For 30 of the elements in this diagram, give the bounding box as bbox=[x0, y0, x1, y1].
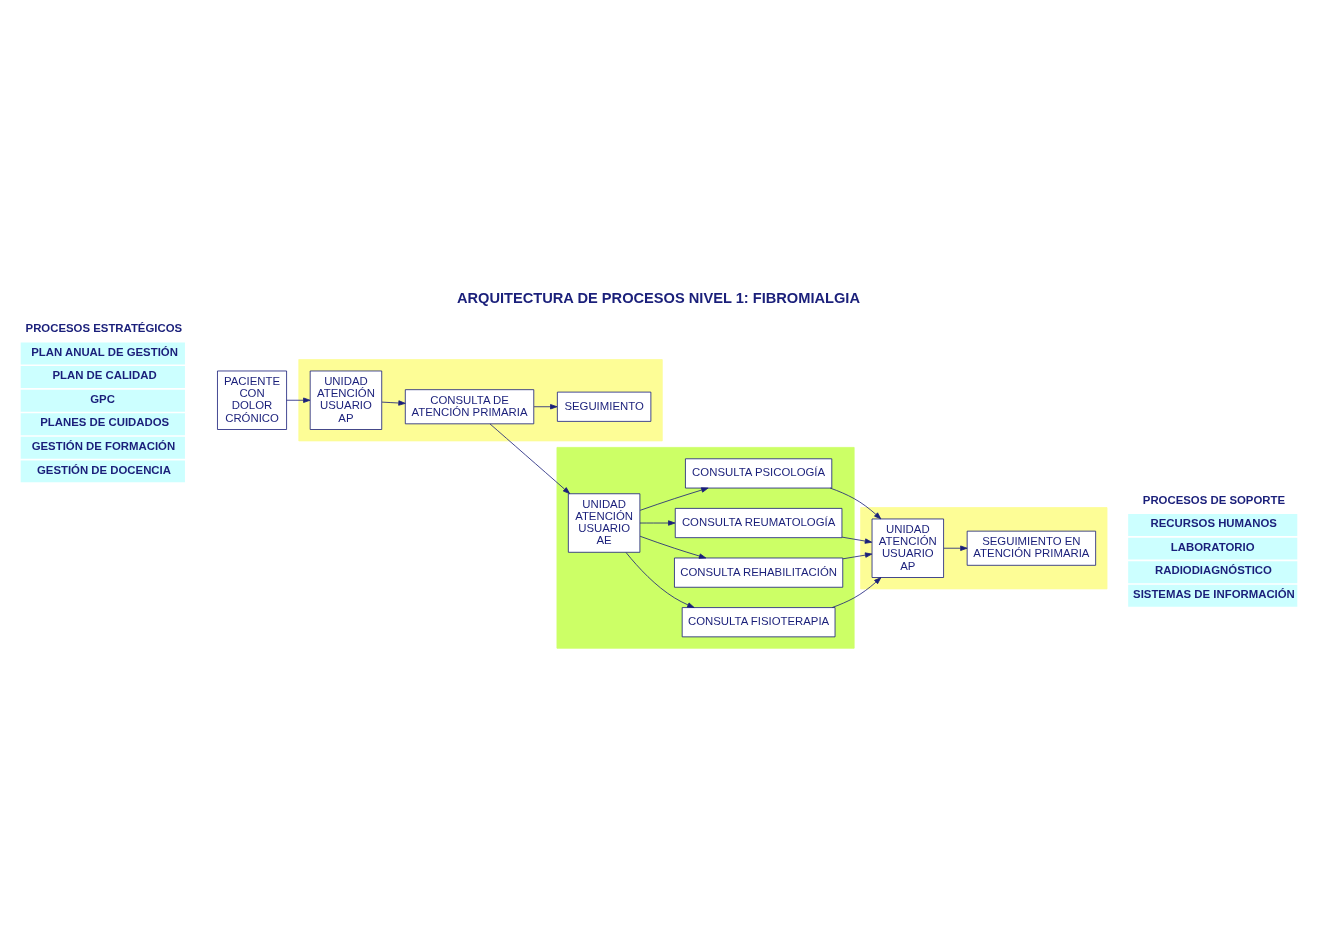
arrow bbox=[943, 545, 968, 551]
arrow bbox=[381, 400, 406, 406]
node-box: SEGUIMIENTO bbox=[556, 391, 652, 422]
node-label: PROCESOS DE SOPORTE bbox=[1142, 493, 1286, 506]
node-box: CONSULTA REHABILITACIÓN bbox=[674, 557, 844, 588]
arrow bbox=[639, 520, 676, 526]
arrow bbox=[625, 552, 695, 608]
node-box: UNIDAD ATENCIÓN USUARIO AE bbox=[567, 493, 641, 553]
arrow bbox=[841, 536, 873, 544]
arrow bbox=[639, 487, 709, 511]
node-box: PACIENTE CON DOLOR CRÓNICO bbox=[217, 370, 287, 430]
arrow bbox=[489, 423, 571, 494]
node-box: CONSULTA PSICOLOGÍA bbox=[685, 458, 833, 489]
node-box: CONSULTA DE ATENCIÓN PRIMARIA bbox=[404, 389, 535, 425]
cluster bbox=[556, 447, 855, 649]
arrow bbox=[286, 397, 311, 403]
diagram-title: ARQUITECTURA DE PROCESOS NIVEL 1: FIBROMIALGIA bbox=[456, 290, 860, 307]
node-box: UNIDAD ATENCIÓN USUARIO AP bbox=[309, 370, 383, 430]
node-box: UNIDAD ATENCIÓN USUARIO AP bbox=[871, 518, 944, 578]
node-box: SEGUIMIENTO EN ATENCIÓN PRIMARIA bbox=[966, 530, 1097, 566]
arrow bbox=[639, 535, 707, 559]
cluster bbox=[860, 507, 1108, 590]
arrow bbox=[831, 577, 882, 608]
node-label: PROCESOS ESTRATÉGICOS bbox=[25, 322, 183, 335]
cluster bbox=[298, 359, 663, 442]
node-box: CONSULTA FISIOTERAPIA bbox=[681, 607, 836, 638]
arrow bbox=[533, 404, 558, 410]
arrow bbox=[829, 487, 882, 520]
node-box: CONSULTA REUMATOLOGÍA bbox=[674, 508, 843, 539]
arrow bbox=[842, 552, 873, 560]
